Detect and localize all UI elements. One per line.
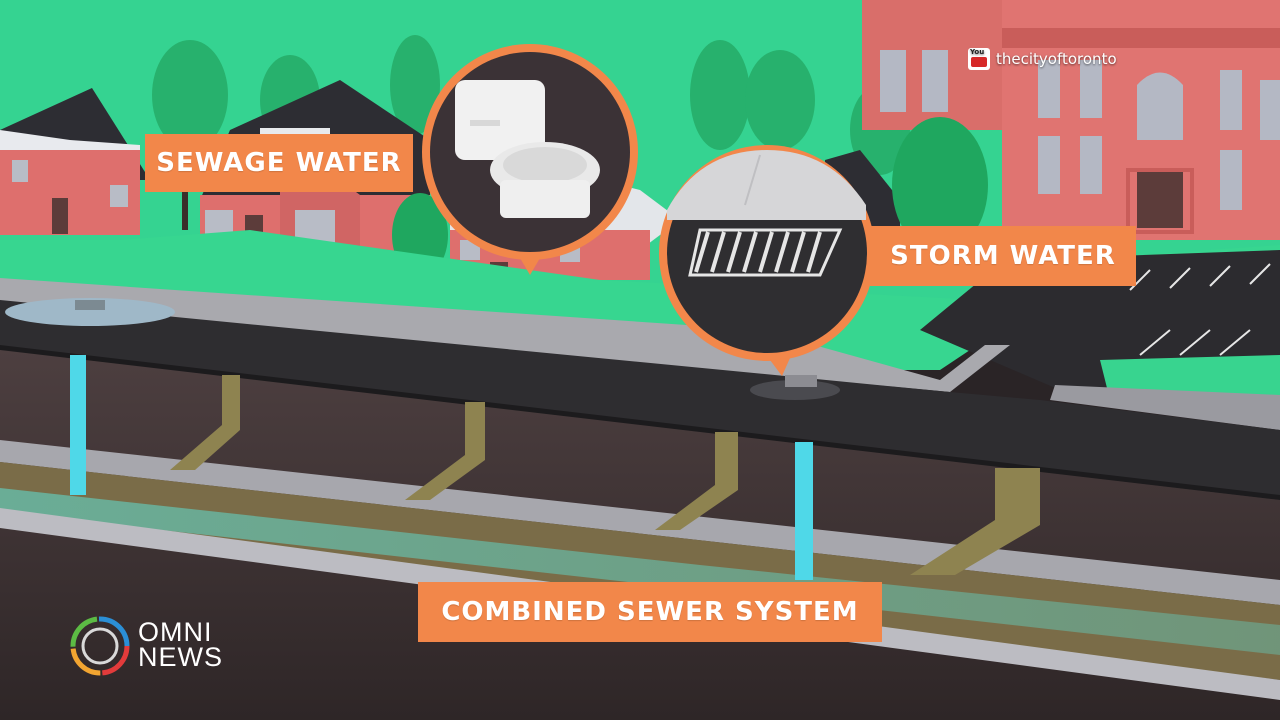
toilet-lens	[422, 44, 638, 275]
curb-right	[1050, 385, 1280, 430]
storm-downpipe-right	[795, 442, 813, 580]
storm-downpipe-left	[70, 355, 86, 495]
road-front-edge	[0, 345, 1280, 500]
background-trees	[152, 35, 910, 175]
source-watermark: thecityoftoronto	[968, 48, 1117, 70]
storm-water-label: STORM WATER	[870, 226, 1136, 286]
combined-sewer-label: COMBINED SEWER SYSTEM	[418, 582, 882, 642]
storm-drain	[750, 380, 840, 400]
drain-lens	[659, 145, 875, 376]
sidewalk	[0, 278, 1010, 392]
omni-ring-icon	[70, 616, 130, 676]
watermark-text: thecityoftoronto	[996, 50, 1117, 68]
sewer-flow	[0, 488, 1280, 655]
sewage-laterals	[170, 375, 1040, 575]
channel-logo-line2: NEWS	[138, 642, 223, 672]
brick-building	[862, 0, 1280, 240]
youtube-icon	[968, 48, 990, 70]
parking-lines	[1129, 263, 1271, 356]
road	[0, 300, 1280, 500]
sewage-water-label: SEWAGE WATER	[145, 134, 413, 192]
puddle	[5, 298, 175, 326]
channel-logo-text: OMNI NEWS	[138, 617, 223, 672]
channel-logo-line1: OMNI	[138, 617, 213, 647]
